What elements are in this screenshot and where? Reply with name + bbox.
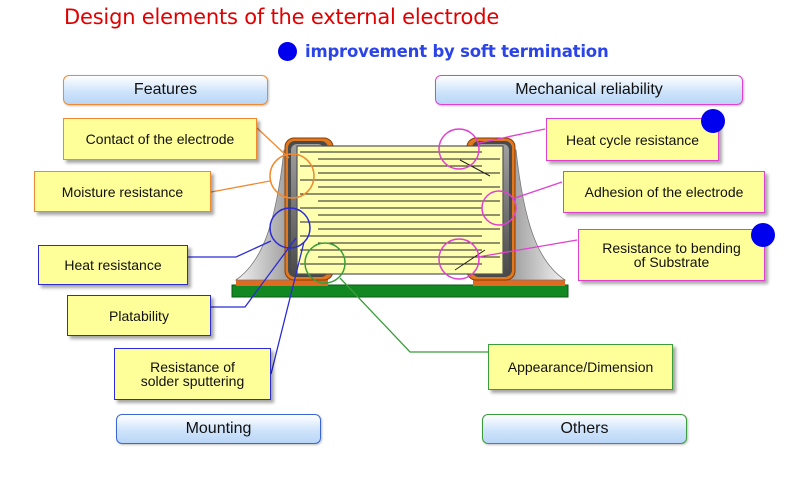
label-heat-resistance-text: Heat resistance <box>64 257 162 273</box>
label-adhesion: Adhesion of the electrode <box>563 171 765 213</box>
substrate <box>231 284 569 298</box>
adhesion-circle <box>481 190 517 226</box>
category-mounting: Mounting <box>116 414 321 444</box>
right-fillet <box>499 149 567 281</box>
category-features: Features <box>63 75 268 105</box>
label-platability-text: Platability <box>109 307 169 324</box>
label-moisture-text: Moisture resistance <box>61 183 184 200</box>
label-heat-resistance: Heat resistance <box>38 245 188 285</box>
left-land <box>236 279 328 286</box>
label-heat-cycle-text: Heat cycle resistance <box>565 131 700 148</box>
category-mechanical-label: Mechanical reliability <box>515 81 663 98</box>
label-appearance-text: Appearance/Dimension <box>507 359 654 375</box>
chip-body <box>296 145 504 275</box>
category-mechanical-reliability: Mechanical reliability <box>435 75 743 105</box>
contact-circle <box>269 153 315 199</box>
right-land <box>473 279 565 286</box>
label-bending-line2: of Substrate <box>633 254 710 270</box>
label-contact: Contact of the electrode <box>63 118 257 160</box>
category-features-label: Features <box>133 81 198 98</box>
label-moisture: Moisture resistance <box>34 171 211 212</box>
legend: improvement by soft termination <box>278 40 609 62</box>
label-contact-text: Contact of the electrode <box>85 131 235 147</box>
label-bending-line1: Resistance to bending <box>602 240 741 256</box>
category-others: Others <box>482 414 687 444</box>
diagram-title: Design elements of the external electrod… <box>64 5 500 29</box>
heat-cycle-improvement-dot-icon <box>701 109 725 133</box>
internal-electrodes <box>300 151 500 265</box>
label-adhesion-text: Adhesion of the electrode <box>584 184 744 200</box>
label-appearance: Appearance/Dimension <box>488 344 673 390</box>
bending-circle <box>438 238 480 280</box>
legend-text: improvement by soft termination <box>305 41 609 61</box>
label-heat-cycle: Heat cycle resistance <box>546 118 719 161</box>
category-mounting-label: Mounting <box>185 420 252 437</box>
category-others-label: Others <box>560 420 609 437</box>
heat-circle <box>269 207 311 249</box>
label-solder-line2: solder sputtering <box>140 373 245 389</box>
label-platability: Platability <box>67 295 211 336</box>
soft-termination-dot-icon <box>278 41 297 61</box>
appearance-circle <box>304 242 346 284</box>
label-bending: Resistance to bending of Substrate <box>578 229 765 281</box>
bending-improvement-dot-icon <box>751 223 775 247</box>
label-solder-sputtering: Resistance of solder sputtering <box>114 348 271 400</box>
heat-cycle-circle <box>438 128 480 170</box>
label-solder-line1: Resistance of <box>150 359 235 375</box>
